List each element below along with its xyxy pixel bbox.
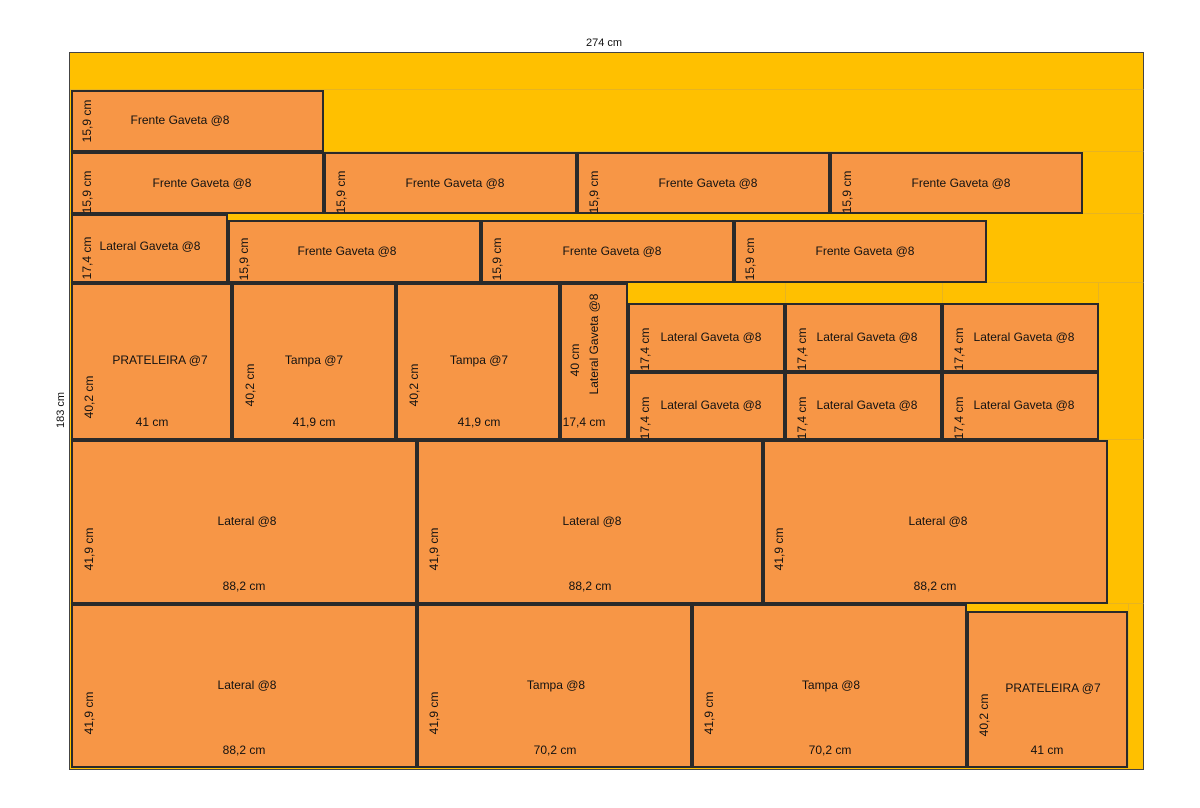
cut-piece [942,303,1099,372]
piece-height-label: 40,2 cm [243,363,257,407]
piece-name-label: Tampa @7 [284,353,344,367]
piece-height-label: 17,4 cm [952,327,966,371]
piece-height-label: 17,4 cm [795,396,809,440]
piece-name-label: Lateral Gaveta @8 [587,293,601,395]
piece-name-label: Frente Gaveta @8 [815,244,915,258]
cut-piece [71,440,417,604]
piece-name-label: Lateral Gaveta @8 [816,398,918,412]
piece-height-label: 17,4 cm [638,327,652,371]
piece-name-label: Lateral Gaveta @8 [660,398,762,412]
piece-height-label: 41,9 cm [82,691,96,735]
piece-height-label: 41,9 cm [427,691,441,735]
piece-height-label: 15,9 cm [840,170,854,214]
cut-guide-line [785,283,786,303]
piece-name-label: Frente Gaveta @8 [130,113,230,127]
piece-height-label: 40,2 cm [977,693,991,737]
cut-piece [417,440,763,604]
cut-piece [785,303,942,372]
piece-name-label: Tampa @7 [449,353,509,367]
cut-piece [785,372,942,440]
piece-name-label: Lateral Gaveta @8 [660,330,762,344]
piece-height-label: 41,9 cm [772,527,786,571]
piece-name-label: PRATELEIRA @7 [1005,681,1101,695]
piece-height-label: 15,9 cm [80,170,94,214]
piece-name-label: Frente Gaveta @8 [911,176,1011,190]
cut-piece [763,440,1108,604]
piece-width-label: 41 cm [1030,743,1064,757]
piece-height-label: 15,9 cm [237,237,251,281]
piece-height-label: 17,4 cm [80,236,94,280]
piece-height-label: 15,9 cm [743,237,757,281]
piece-width-label: 88,2 cm [222,743,266,757]
cut-piece [228,220,481,283]
piece-name-label: Lateral Gaveta @8 [973,330,1075,344]
cut-piece [71,214,228,283]
piece-name-label: Frente Gaveta @8 [297,244,397,258]
piece-name-label: Frente Gaveta @8 [405,176,505,190]
piece-height-label: 15,9 cm [490,237,504,281]
cut-piece [628,303,785,372]
cut-piece [967,611,1128,768]
piece-width-label: 88,2 cm [222,579,266,593]
piece-name-label: Lateral @8 [217,514,277,528]
cut-piece [628,372,785,440]
piece-height-label: 17,4 cm [638,396,652,440]
piece-name-label: Lateral @8 [217,678,277,692]
cut-piece [71,90,324,152]
cut-piece [417,604,692,768]
piece-height-label: 41,9 cm [82,527,96,571]
piece-name-label: Lateral @8 [908,514,968,528]
piece-width-label: 88,2 cm [913,579,957,593]
cut-piece [830,152,1083,214]
cut-piece [692,604,967,768]
piece-name-label: Frente Gaveta @8 [562,244,662,258]
cut-piece [71,152,324,214]
piece-height-label: 15,9 cm [80,99,94,143]
cut-guide-line [70,89,1144,90]
cut-piece [481,220,734,283]
cut-piece [324,152,577,214]
piece-width-label: 41,9 cm [292,415,336,429]
piece-width-label: 70,2 cm [808,743,852,757]
cut-piece [71,604,417,768]
piece-name-label: Frente Gaveta @8 [152,176,252,190]
piece-name-label: PRATELEIRA @7 [112,353,208,367]
piece-height-label: 40,2 cm [82,375,96,419]
cut-guide-line [942,283,943,303]
piece-name-label: Lateral Gaveta @8 [99,239,201,253]
piece-height-label: 17,4 cm [952,396,966,440]
piece-width-label: 70,2 cm [533,743,577,757]
cut-piece [577,152,830,214]
piece-name-label: Frente Gaveta @8 [658,176,758,190]
piece-height-label: 40,2 cm [407,363,421,407]
piece-height-label: 41,9 cm [427,527,441,571]
piece-name-label: Lateral Gaveta @8 [973,398,1075,412]
cut-guide-line [70,151,1144,152]
piece-width-label: 41 cm [135,415,169,429]
cut-piece [232,283,396,440]
cut-piece [396,283,560,440]
piece-name-label: Lateral @8 [562,514,622,528]
piece-height-label: 17,4 cm [795,327,809,371]
piece-height-label: 15,9 cm [587,170,601,214]
cut-piece [560,283,628,440]
piece-width-label: 88,2 cm [568,579,612,593]
piece-name-label: Tampa @8 [801,678,861,692]
piece-height-label: 41,9 cm [702,691,716,735]
piece-name-label: Tampa @8 [526,678,586,692]
piece-height-label: 15,9 cm [334,170,348,214]
piece-name-label: Lateral Gaveta @8 [816,330,918,344]
sheet-height-label: 183 cm [55,391,67,429]
piece-height-label: 40 cm [568,343,582,377]
piece-width-label: 41,9 cm [457,415,501,429]
cut-piece [734,220,987,283]
cut-piece [71,283,232,440]
cut-piece [942,372,1099,440]
piece-width-label: 17,4 cm [562,415,606,429]
sheet-width-label: 274 cm [586,37,623,49]
cut-guide-line [1128,604,1129,768]
